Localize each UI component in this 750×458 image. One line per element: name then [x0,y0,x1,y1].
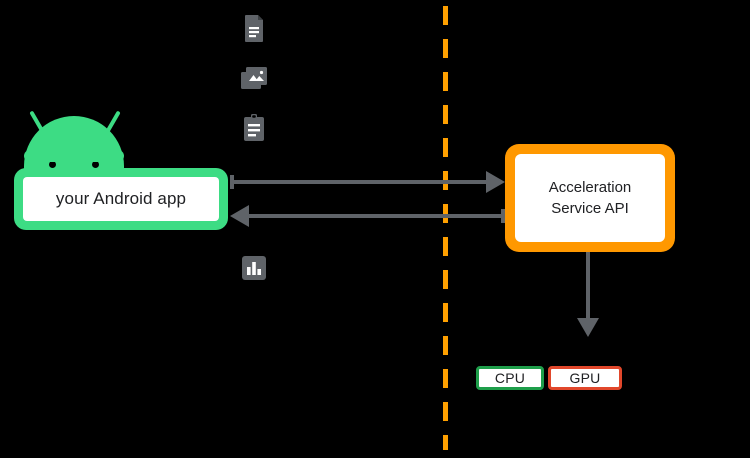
android-eye-right-icon [92,161,99,168]
response-arrow-head [230,205,249,227]
android-robot-logo [24,100,126,216]
acceleration-service-api-node: Acceleration Service API [505,144,675,252]
request-arrow-line [230,180,492,184]
android-app-label: your Android app [55,189,187,208]
device-boundary-divider [443,6,448,450]
hardware-chip-cpu-label: CPU [494,370,526,386]
acceleration-service-api-node-inner: Acceleration Service API [515,154,665,242]
android-app-node: your Android app [14,168,228,230]
android-body-bar-icon [24,150,124,162]
hardware-delegate-arrow-head [577,318,599,337]
android-app-node-inner: your Android app [23,177,219,221]
hardware-chip-cpu: CPU [476,366,544,390]
photo-library-icon [238,62,270,94]
clipboard-icon [238,112,270,144]
acceleration-service-api-label-line1: Acceleration [548,179,632,196]
response-arrow-line [249,214,505,218]
request-arrow-head [486,171,505,193]
bar-chart-icon [238,252,270,284]
document-icon [238,12,270,44]
android-eye-left-icon [49,161,56,168]
hardware-delegate-arrow-line [586,252,590,320]
hardware-chip-gpu: GPU [548,366,622,390]
acceleration-service-api-label-line2: Service API [551,200,629,217]
hardware-chip-gpu-label: GPU [569,370,601,386]
